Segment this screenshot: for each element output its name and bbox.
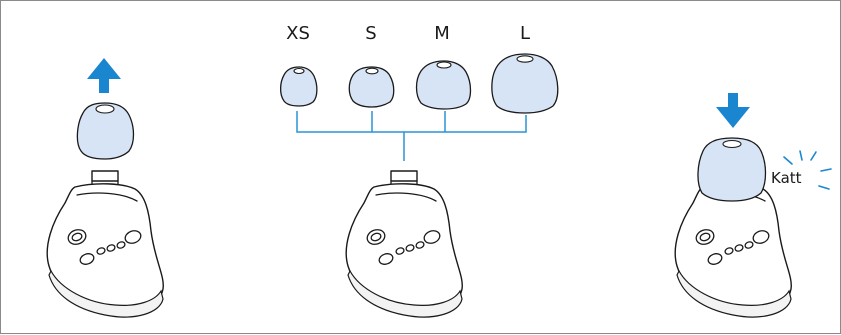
size-selection: XS S M L: [279, 23, 559, 318]
click-burst-icon: [783, 150, 832, 190]
eartip-l: [491, 53, 559, 114]
detached-eartip: [76, 102, 135, 160]
eartip-s: [348, 66, 395, 108]
down-arrow-icon: [716, 93, 750, 128]
earbud-middle: [345, 170, 463, 318]
size-label-xs: XS: [286, 23, 310, 44]
size-label-m: M: [434, 23, 450, 44]
remove-step: [46, 58, 164, 318]
earbud-left: [46, 170, 164, 318]
up-arrow-icon: [87, 58, 121, 93]
size-label-l: L: [520, 23, 530, 44]
mounted-eartip: [697, 137, 767, 202]
size-label-s: S: [365, 23, 376, 44]
size-connector: [296, 111, 527, 161]
click-label: Katt: [771, 169, 802, 187]
eartip-xs: [279, 66, 318, 107]
attach-step: Katt: [674, 93, 832, 318]
eartip-m: [415, 60, 472, 110]
